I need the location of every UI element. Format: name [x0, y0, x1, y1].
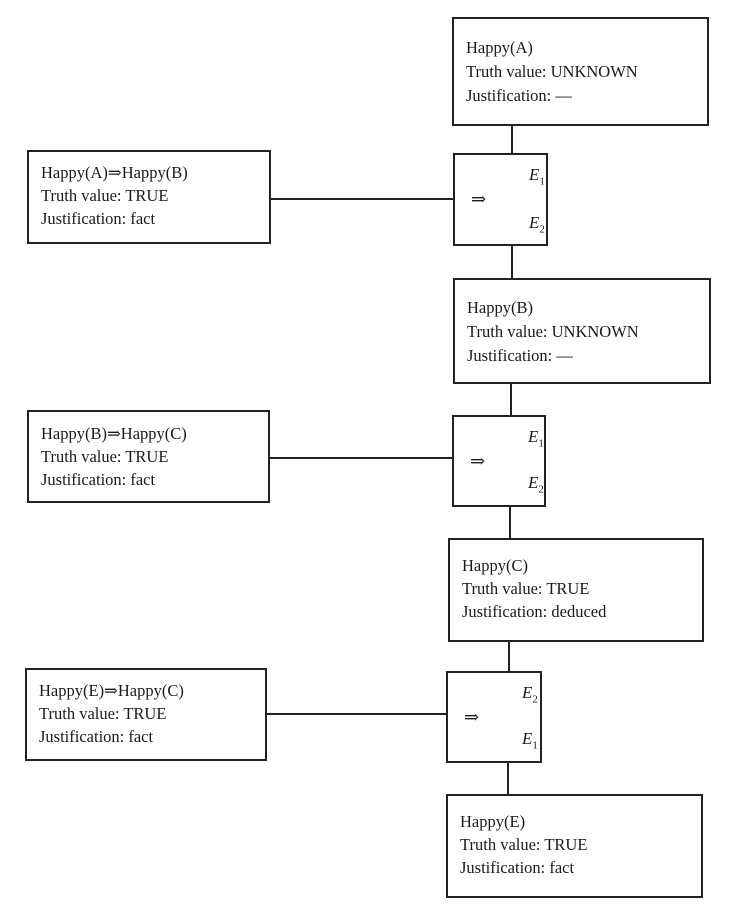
- operator-node-1: ⇒ E1 E2: [453, 153, 548, 246]
- node-label: Happy(E)⇒Happy(C): [39, 681, 184, 700]
- operator-node-2: ⇒ E1 E2: [452, 415, 546, 507]
- node-happy-c: Happy(C) Truth value: TRUE Justification…: [448, 538, 704, 642]
- connector: [507, 762, 509, 795]
- truth-value: Truth value: TRUE: [39, 704, 167, 723]
- input-label: E2: [529, 213, 545, 236]
- node-rule-b-implies-c: Happy(B)⇒Happy(C) Truth value: TRUE Just…: [27, 410, 270, 503]
- truth-value: Truth value: TRUE: [41, 447, 169, 466]
- connector: [509, 506, 511, 539]
- node-rule-e-implies-c: Happy(E)⇒Happy(C) Truth value: TRUE Just…: [25, 668, 267, 761]
- node-label: Happy(A)⇒Happy(B): [41, 163, 188, 182]
- connector: [511, 245, 513, 279]
- input-label: E2: [528, 473, 544, 496]
- connector: [508, 641, 510, 672]
- justification: Justification: fact: [39, 727, 154, 746]
- node-label: Happy(E): [460, 812, 526, 831]
- operator-node-3: ⇒ E2 E1: [446, 671, 542, 763]
- truth-value: Truth value: TRUE: [460, 835, 588, 854]
- implies-symbol: ⇒: [464, 707, 480, 727]
- justification: Justification: fact: [41, 209, 156, 228]
- node-happy-a: Happy(A) Truth value: UNKNOWN Justificat…: [452, 17, 709, 126]
- node-label: Happy(B): [467, 298, 533, 317]
- justification: Justification: fact: [41, 470, 156, 489]
- justification: Justification: fact: [460, 858, 575, 877]
- implies-symbol: ⇒: [471, 189, 487, 209]
- truth-value: Truth value: UNKNOWN: [467, 322, 639, 341]
- input-label: E1: [522, 729, 538, 752]
- node-happy-b: Happy(B) Truth value: UNKNOWN Justificat…: [453, 278, 711, 384]
- justification: Justification: deduced: [462, 602, 607, 621]
- connector: [510, 383, 512, 416]
- justification: Justification: —: [466, 86, 572, 105]
- input-label: E1: [529, 165, 545, 188]
- connector: [270, 198, 454, 200]
- node-label: Happy(C): [462, 556, 528, 575]
- truth-value: Truth value: UNKNOWN: [466, 62, 638, 81]
- input-label: E2: [522, 683, 538, 706]
- connector: [511, 125, 513, 154]
- connector: [269, 457, 453, 459]
- truth-value: Truth value: TRUE: [41, 186, 169, 205]
- input-label: E1: [528, 427, 544, 450]
- node-rule-a-implies-b: Happy(A)⇒Happy(B) Truth value: TRUE Just…: [27, 150, 271, 244]
- justification: Justification: —: [467, 346, 573, 365]
- truth-value: Truth value: TRUE: [462, 579, 590, 598]
- node-label: Happy(A): [466, 38, 533, 57]
- node-happy-e: Happy(E) Truth value: TRUE Justification…: [446, 794, 703, 898]
- implies-symbol: ⇒: [470, 451, 486, 471]
- node-label: Happy(B)⇒Happy(C): [41, 424, 187, 443]
- connector: [266, 713, 447, 715]
